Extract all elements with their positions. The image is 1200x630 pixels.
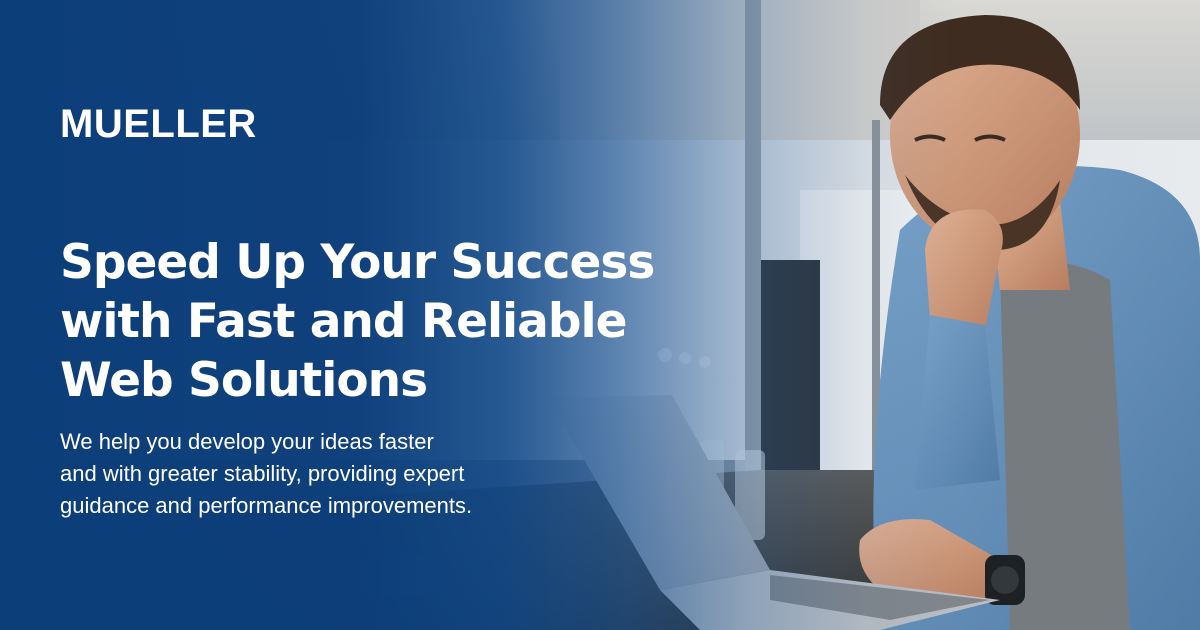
subheadline: We help you develop your ideas faster an… <box>60 426 620 522</box>
headline: Speed Up Your Success with Fast and Reli… <box>60 233 720 410</box>
headline-line: Speed Up Your Success <box>60 235 655 290</box>
subheadline-line: guidance and performance improvements. <box>60 493 473 518</box>
subheadline-line: We help you develop your ideas faster <box>60 429 434 454</box>
headline-line: with Fast and Reliable <box>60 294 628 349</box>
subheadline-line: and with greater stability, providing ex… <box>60 461 465 486</box>
headline-line: Web Solutions <box>60 353 428 408</box>
mueller-logo: MUELLER <box>60 102 257 146</box>
